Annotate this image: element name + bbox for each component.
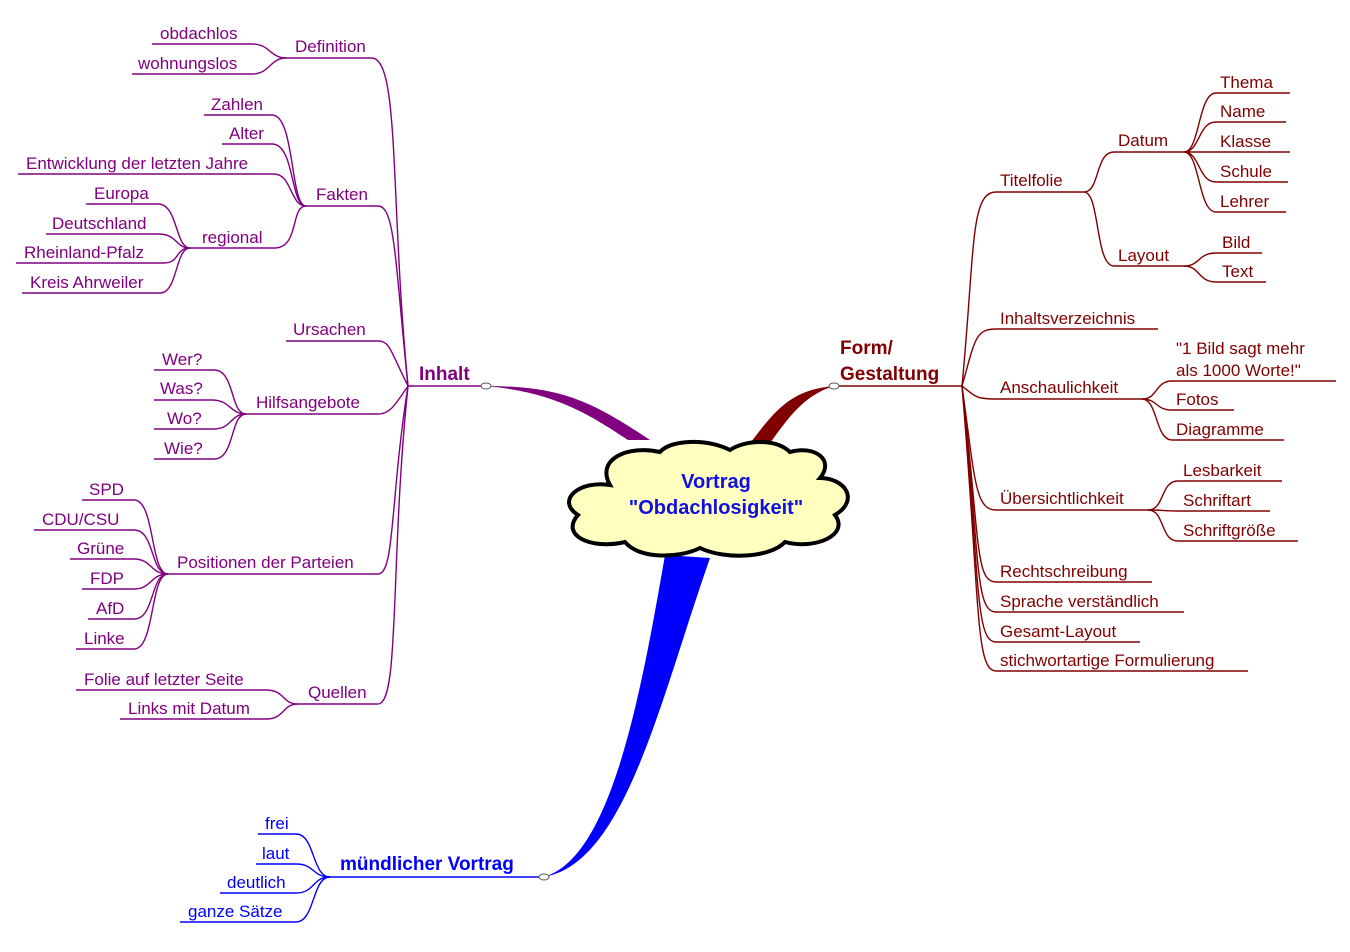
vortrag-labels: mündlicher Vortrag frei laut deutlich ga… [188,814,514,921]
definition-label: Definition [295,37,366,56]
leaf-frei: frei [265,814,289,833]
branch-form [745,386,834,450]
datum-label: Datum [1118,131,1168,150]
form-labels: Form/ Gestaltung Titelfolie Datum Thema … [840,73,1305,670]
leaf-obdachlos: obdachlos [160,24,238,43]
inhalt-connectors [16,43,485,720]
leaf-folie-letzter-seite: Folie auf letzter Seite [84,670,244,689]
leaf-schule: Schule [1220,162,1272,181]
form-label-line1: Form/ [840,338,894,359]
leaf-spd: SPD [89,480,124,499]
inhalt-label: Inhalt [419,364,470,385]
leaf-deutlich: deutlich [227,873,286,892]
leaf-diagramme: Diagramme [1176,420,1264,439]
leaf-wohnungslos: wohnungslos [137,54,237,73]
vortrag-label: mündlicher Vortrag [340,854,514,875]
leaf-schriftgroesse: Schriftgröße [1183,521,1276,540]
leaf-wo: Wo? [167,409,202,428]
leaf-bild: Bild [1222,233,1250,252]
uebersichtlichkeit-label: Übersichtlichkeit [1000,489,1124,508]
anschaulichkeit-label: Anschaulichkeit [1000,378,1118,397]
leaf-europa: Europa [94,184,149,203]
branch-inhalt [485,386,650,440]
form-label-line2: Gestaltung [840,364,939,385]
center-cloud [567,439,850,558]
sprache-label: Sprache verständlich [1000,592,1159,611]
leaf-lesbarkeit: Lesbarkeit [1183,461,1262,480]
leaf-cdu-csu: CDU/CSU [42,510,119,529]
titelfolie-label: Titelfolie [1000,171,1063,190]
leaf-text: Text [1222,262,1253,281]
leaf-gruene: Grüne [77,539,124,558]
rechtschreibung-label: Rechtschreibung [1000,562,1128,581]
leaf-fotos: Fotos [1176,390,1219,409]
regional-label: regional [202,228,263,247]
leaf-zahlen: Zahlen [211,95,263,114]
leaf-quote-line2: als 1000 Worte!" [1176,361,1301,380]
inhaltsverzeichnis-label: Inhaltsverzeichnis [1000,309,1135,328]
gesamt-layout-label: Gesamt-Layout [1000,622,1116,641]
leaf-thema: Thema [1220,73,1273,92]
fakten-label: Fakten [316,185,368,204]
leaf-klasse: Klasse [1220,132,1271,151]
leaf-name: Name [1220,102,1265,121]
hilfsangebote-label: Hilfsangebote [256,393,360,412]
leaf-linke: Linke [84,629,125,648]
inhalt-labels: Inhalt Definition obdachlos wohnungslos … [24,24,470,718]
layout-label: Layout [1118,246,1169,265]
quellen-label: Quellen [308,683,367,702]
leaf-fdp: FDP [90,569,124,588]
leaf-laut: laut [262,844,290,863]
center-title-line2: "Obdachlosigkeit" [629,497,804,519]
branch-vortrag [543,555,710,877]
leaf-was: Was? [160,379,203,398]
leaf-ganze-saetze: ganze Sätze [188,902,283,921]
form-connectors [834,92,1336,672]
center-title-line1: Vortrag [681,471,751,493]
stichwortartig-label: stichwortartige Formulierung [1000,651,1214,670]
leaf-alter: Alter [229,124,264,143]
leaf-quote-line1: "1 Bild sagt mehr [1176,339,1305,358]
handle-inhalt[interactable] [480,382,492,390]
leaf-links-mit-datum: Links mit Datum [128,699,250,718]
leaf-kreis-ahrweiler: Kreis Ahrweiler [30,273,144,292]
vortrag-connectors [180,833,543,923]
handle-vortrag[interactable] [538,873,550,881]
leaf-rheinland-pfalz: Rheinland-Pfalz [24,243,144,262]
ursachen-label: Ursachen [293,320,366,339]
parteien-label: Positionen der Parteien [177,553,354,572]
leaf-schriftart: Schriftart [1183,491,1251,510]
leaf-wie: Wie? [164,439,203,458]
leaf-afd: AfD [96,599,124,618]
leaf-lehrer: Lehrer [1220,192,1269,211]
leaf-wer: Wer? [162,350,202,369]
leaf-deutschland: Deutschland [52,214,147,233]
handle-form[interactable] [828,382,840,390]
leaf-entwicklung: Entwicklung der letzten Jahre [26,154,248,173]
